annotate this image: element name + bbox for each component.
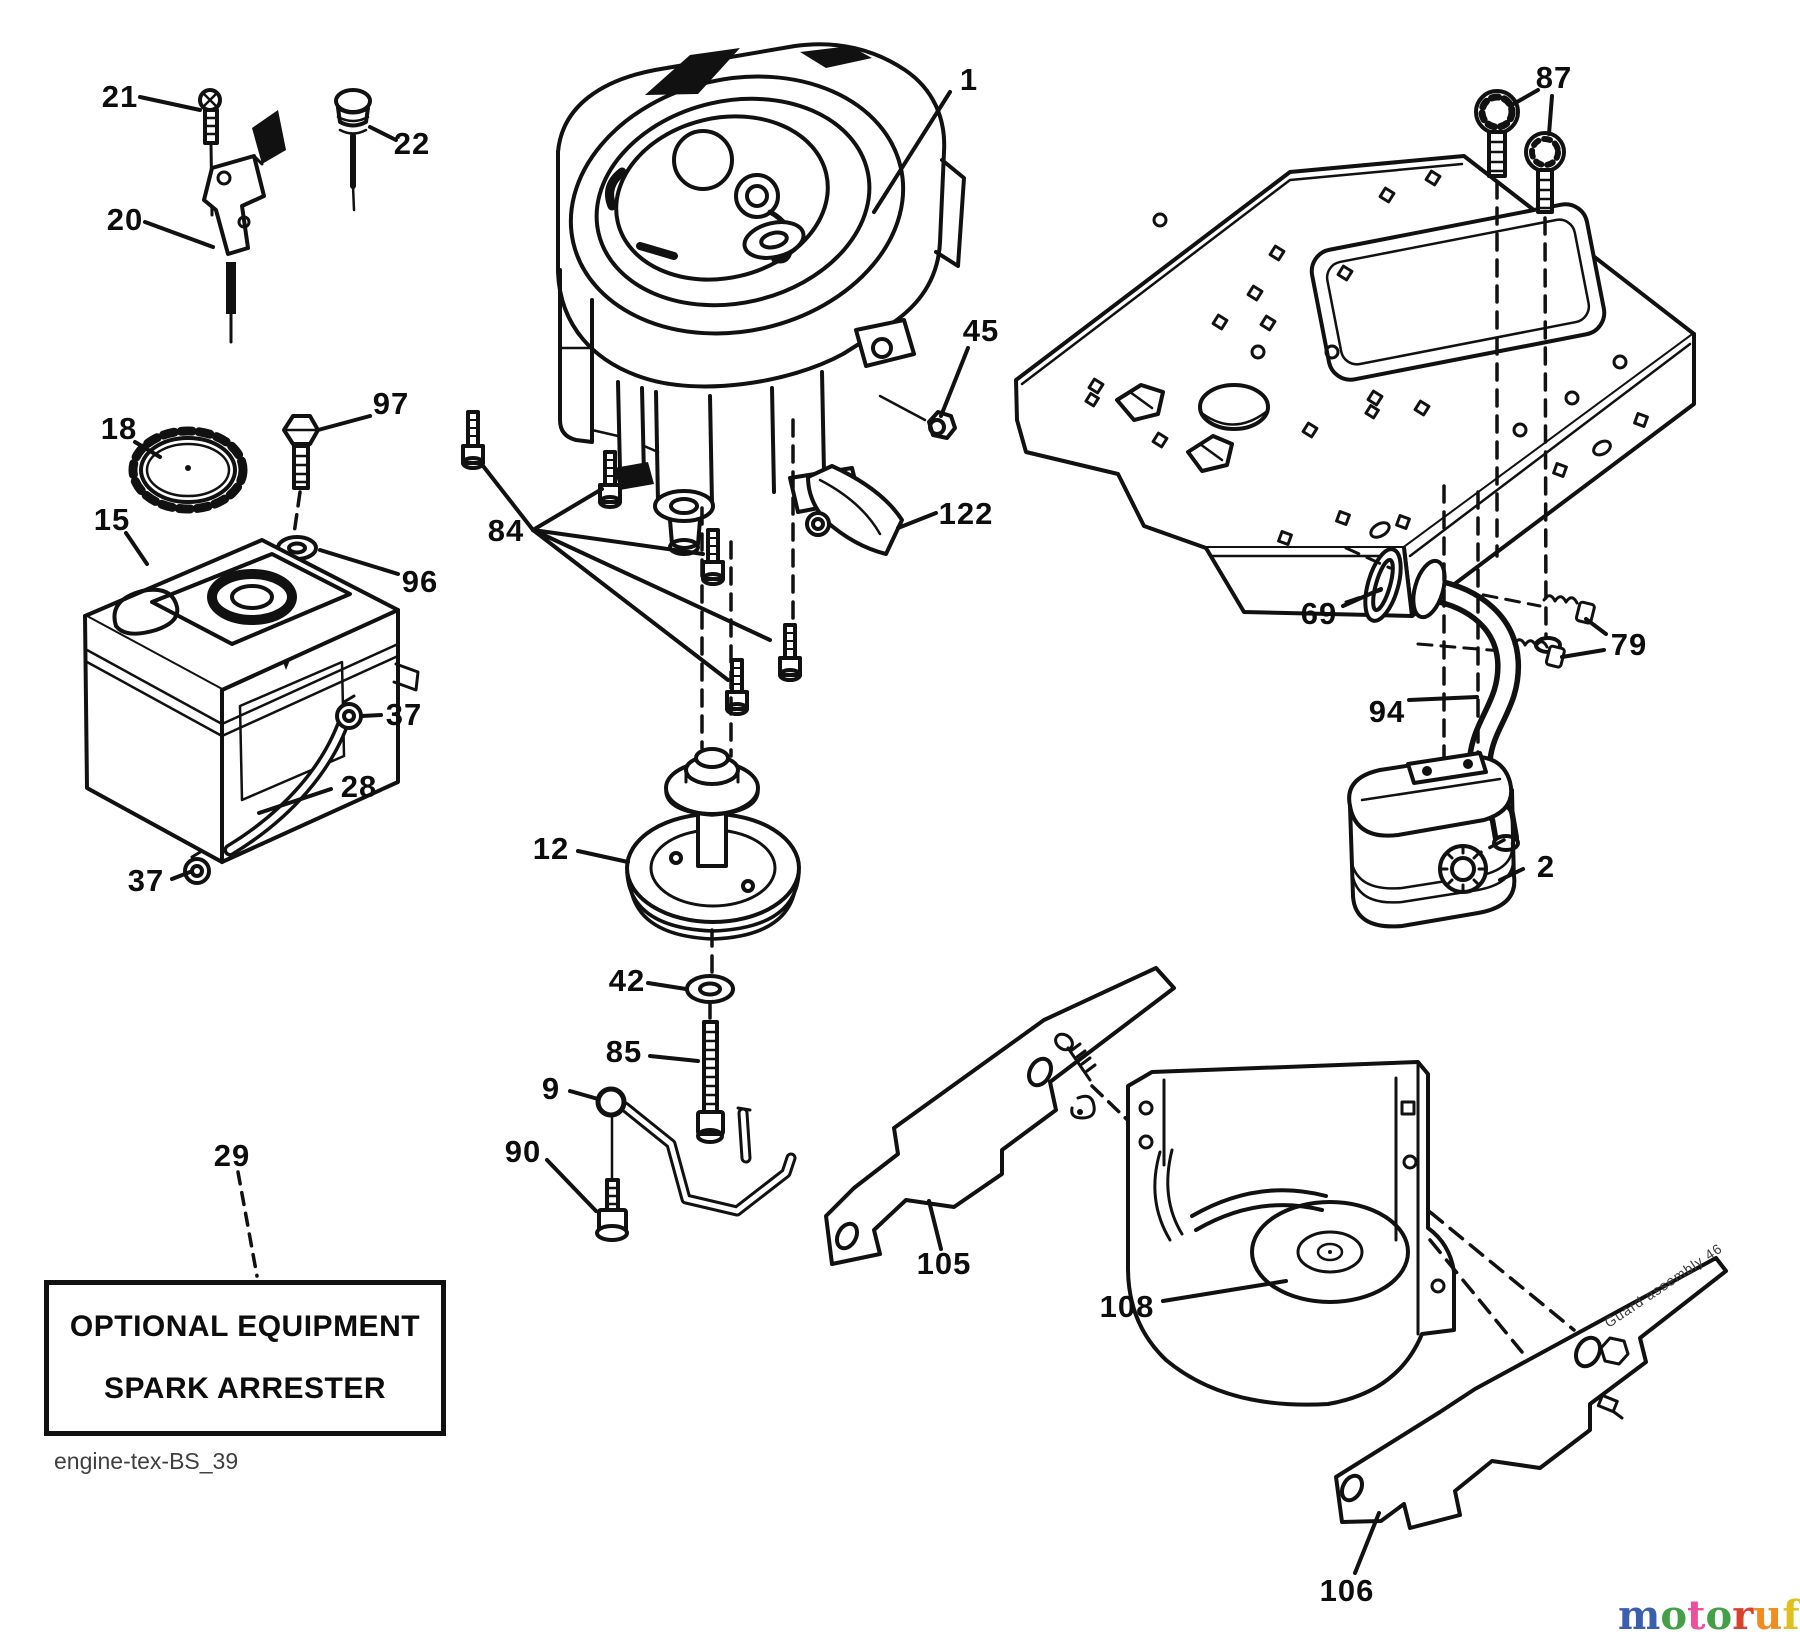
part-label-1: 1: [959, 62, 979, 97]
part-label-15: 15: [93, 502, 131, 537]
optional-equipment-box: OPTIONAL EQUIPMENT SPARK ARRESTER: [44, 1280, 446, 1436]
part-label-20: 20: [106, 202, 144, 237]
fuel-line-28: [223, 705, 354, 857]
guard-plate-105: [824, 966, 1176, 1266]
part-label-9: 9: [541, 1071, 561, 1106]
part-label-106: 106: [1319, 1573, 1375, 1608]
watermark-letter: o: [1660, 1592, 1688, 1639]
part-label-69: 69: [1300, 596, 1338, 631]
pulley-bolt-85: [696, 1020, 725, 1144]
part-label-37a: 37: [385, 697, 423, 732]
part-label-21: 21: [101, 79, 139, 114]
frame-bolt-87b: [1524, 131, 1566, 214]
control-bracket-20: [202, 110, 286, 344]
part-label-79: 79: [1610, 627, 1648, 662]
part-label-108: 108: [1099, 1289, 1155, 1324]
watermark-letter: o: [1705, 1592, 1733, 1639]
guard-screw: [1054, 1032, 1097, 1120]
part-label-22: 22: [393, 126, 431, 161]
frame-bolt-87a: [1474, 89, 1520, 178]
part-label-12: 12: [532, 831, 570, 866]
engine-guard-108: [1126, 1060, 1456, 1407]
washer-42: [685, 974, 735, 1004]
rod-bolt-90: [595, 1178, 629, 1242]
part-label-28: 28: [340, 769, 378, 804]
part-label-18: 18: [100, 411, 138, 446]
hose-clamp-37b: [183, 849, 211, 885]
optional-equipment-line1: OPTIONAL EQUIPMENT: [69, 1310, 421, 1343]
part-label-2: 2: [1536, 849, 1556, 884]
part-label-45: 45: [962, 313, 1000, 348]
nut-45: [878, 394, 957, 440]
engine-pulley-12: [625, 747, 801, 941]
part-label-84: 84: [487, 513, 525, 548]
brake-rod-9: [595, 1086, 797, 1217]
hose-clamp-37a: [335, 694, 363, 730]
part-label-122: 122: [938, 496, 994, 531]
optional-equipment-line2: SPARK ARRESTER: [103, 1372, 387, 1405]
exhaust-screws-79: [1512, 594, 1596, 669]
primer-plunger-22: [334, 88, 372, 212]
governor-bolt-21: [198, 88, 222, 217]
muffler-2: [1347, 751, 1517, 929]
part-label-87: 87: [1535, 60, 1573, 95]
watermark-letter: f: [1782, 1592, 1800, 1639]
fuel-cap-18: [128, 426, 248, 514]
watermark-letter: m: [1618, 1592, 1661, 1639]
chassis-frame: [1014, 89, 1696, 654]
watermark-wordmark: motoruf: [1618, 1592, 1800, 1639]
tank-bolt-97: [282, 414, 320, 490]
part-label-37b: 37: [127, 863, 165, 898]
part-label-29: 29: [213, 1138, 251, 1173]
part-label-85: 85: [605, 1034, 643, 1069]
part-label-42: 42: [608, 963, 646, 998]
deflector-122: [805, 464, 904, 556]
part-label-105: 105: [916, 1246, 972, 1281]
part-label-96: 96: [401, 564, 439, 599]
engine-mount-bolts-84: [461, 410, 802, 716]
guard-plate-106: [1334, 1256, 1728, 1530]
leader-lines: [124, 88, 1608, 1575]
watermark-letter: t: [1687, 1592, 1706, 1639]
part-label-90: 90: [504, 1134, 542, 1169]
motoruf-watermark: motoruf .de: [1618, 1592, 1800, 1639]
figure-code: engine-tex-BS_39: [54, 1448, 239, 1474]
part-label-97: 97: [372, 386, 410, 421]
fuel-tank-15: [83, 538, 420, 864]
watermark-letter: r: [1732, 1592, 1754, 1639]
watermark-letter: u: [1753, 1592, 1783, 1639]
part-label-94: 94: [1368, 694, 1406, 729]
